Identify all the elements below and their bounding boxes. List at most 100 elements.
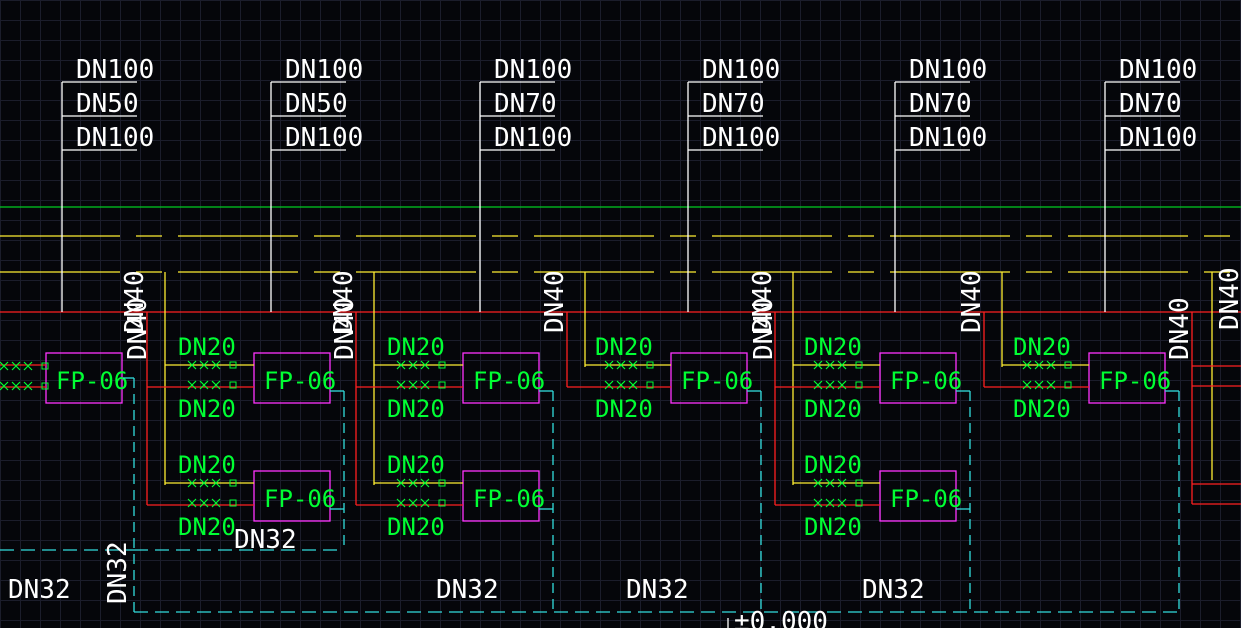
riser-pipe-size-label: DN100 (494, 55, 572, 85)
vertical-pipe-size-label: DN40 (329, 270, 359, 333)
riser-pipe-size-label: DN100 (702, 123, 780, 153)
branch-size-label: DN20 (387, 513, 445, 541)
strainer-icon (855, 499, 863, 507)
branch-size-label: DN20 (178, 451, 236, 479)
riser-pipe-size-label: DN50 (76, 89, 139, 119)
strainer-icon (1064, 361, 1072, 369)
riser-pipe-size-label: DN100 (909, 55, 987, 85)
valve-icon (420, 478, 430, 488)
vertical-pipe-size-label: DN40 (123, 297, 153, 360)
riser-pipe-size-label: DN100 (285, 123, 363, 153)
fan-coil-unit-label: FP-06 (264, 485, 336, 513)
fan-coil-unit-box (462, 470, 540, 522)
vertical-pipe-size-label: DN40 (748, 270, 778, 333)
fan-coil-unit-label: FP-06 (473, 367, 545, 395)
strainer-icon (646, 361, 654, 369)
collector-size-label: DN32 (862, 575, 925, 605)
valve-icon (11, 361, 21, 371)
valve-icon (199, 360, 209, 370)
valve-icon (187, 360, 197, 370)
vertical-pipe-size-label: DN40 (330, 297, 360, 360)
valve-icon (396, 498, 406, 508)
fan-coil-unit-label: FP-06 (890, 367, 962, 395)
fan-coil-unit-box (253, 470, 331, 522)
valve-icon (628, 380, 638, 390)
valve-icon (825, 360, 835, 370)
valve-icon (408, 360, 418, 370)
valve-icon (1034, 380, 1044, 390)
valve-icon (616, 380, 626, 390)
riser-pipe-size-label: DN100 (76, 55, 154, 85)
valve-icon (1046, 360, 1056, 370)
strainer-icon (41, 382, 49, 390)
strainer-icon (438, 361, 446, 369)
branch-size-label: DN20 (804, 395, 862, 423)
fan-coil-unit-box (1088, 352, 1166, 404)
valve-icon (837, 360, 847, 370)
branch-size-label: DN20 (178, 395, 236, 423)
branch-size-label: DN20 (1013, 395, 1071, 423)
valve-icon (187, 478, 197, 488)
riser-pipe-size-label: DN100 (1119, 55, 1197, 85)
branch-size-label: DN20 (1013, 333, 1071, 361)
valve-icon (420, 498, 430, 508)
vertical-pipe-size-label: DN40 (1165, 297, 1195, 360)
fan-coil-unit-label: FP-06 (1099, 367, 1171, 395)
fan-coil-unit-box (253, 352, 331, 404)
collector-size-label: DN32 (234, 525, 297, 555)
valve-icon (825, 498, 835, 508)
riser-pipe-size-label: DN70 (494, 89, 557, 119)
valve-icon (837, 498, 847, 508)
strainer-icon (229, 361, 237, 369)
vertical-pipe-size-label: DN40 (540, 270, 570, 333)
valve-icon (837, 380, 847, 390)
strainer-icon (229, 499, 237, 507)
fan-coil-unit-label: FP-06 (264, 367, 336, 395)
valve-icon (23, 381, 33, 391)
branch-size-label: DN20 (387, 395, 445, 423)
valve-icon (604, 380, 614, 390)
valve-icon (211, 498, 221, 508)
strainer-icon (1064, 381, 1072, 389)
collector-size-label: DN32 (103, 541, 133, 604)
fan-coil-unit-box (879, 470, 957, 522)
valve-icon (211, 380, 221, 390)
valve-icon (813, 380, 823, 390)
valve-icon (187, 380, 197, 390)
strainer-icon (438, 499, 446, 507)
riser-pipe-size-label: DN70 (909, 89, 972, 119)
valve-icon (420, 360, 430, 370)
valve-icon (604, 360, 614, 370)
fan-coil-unit-box (879, 352, 957, 404)
valve-icon (396, 360, 406, 370)
riser-pipe-size-label: DN100 (494, 123, 572, 153)
valve-icon (1046, 380, 1056, 390)
riser-pipe-size-label: DN70 (702, 89, 765, 119)
valve-icon (1022, 360, 1032, 370)
level-mark-label: ±0.000 (734, 607, 828, 628)
strainer-icon (229, 381, 237, 389)
branch-size-label: DN20 (804, 451, 862, 479)
valve-icon (825, 380, 835, 390)
valve-icon (0, 361, 9, 371)
valve-icon (837, 478, 847, 488)
fan-coil-unit-box (462, 352, 540, 404)
strainer-icon (855, 479, 863, 487)
valve-icon (0, 381, 9, 391)
strainer-icon (646, 381, 654, 389)
valve-icon (11, 381, 21, 391)
valve-icon (199, 478, 209, 488)
valve-icon (1022, 380, 1032, 390)
riser-pipe-size-label: DN100 (702, 55, 780, 85)
riser-pipe-size-label: DN50 (285, 89, 348, 119)
valve-icon (199, 498, 209, 508)
valve-icon (199, 380, 209, 390)
valve-icon (813, 498, 823, 508)
riser-pipe-size-label: DN100 (76, 123, 154, 153)
fan-coil-unit-label: FP-06 (681, 367, 753, 395)
valve-icon (813, 478, 823, 488)
fan-coil-unit-box (45, 352, 123, 404)
valve-icon (813, 360, 823, 370)
